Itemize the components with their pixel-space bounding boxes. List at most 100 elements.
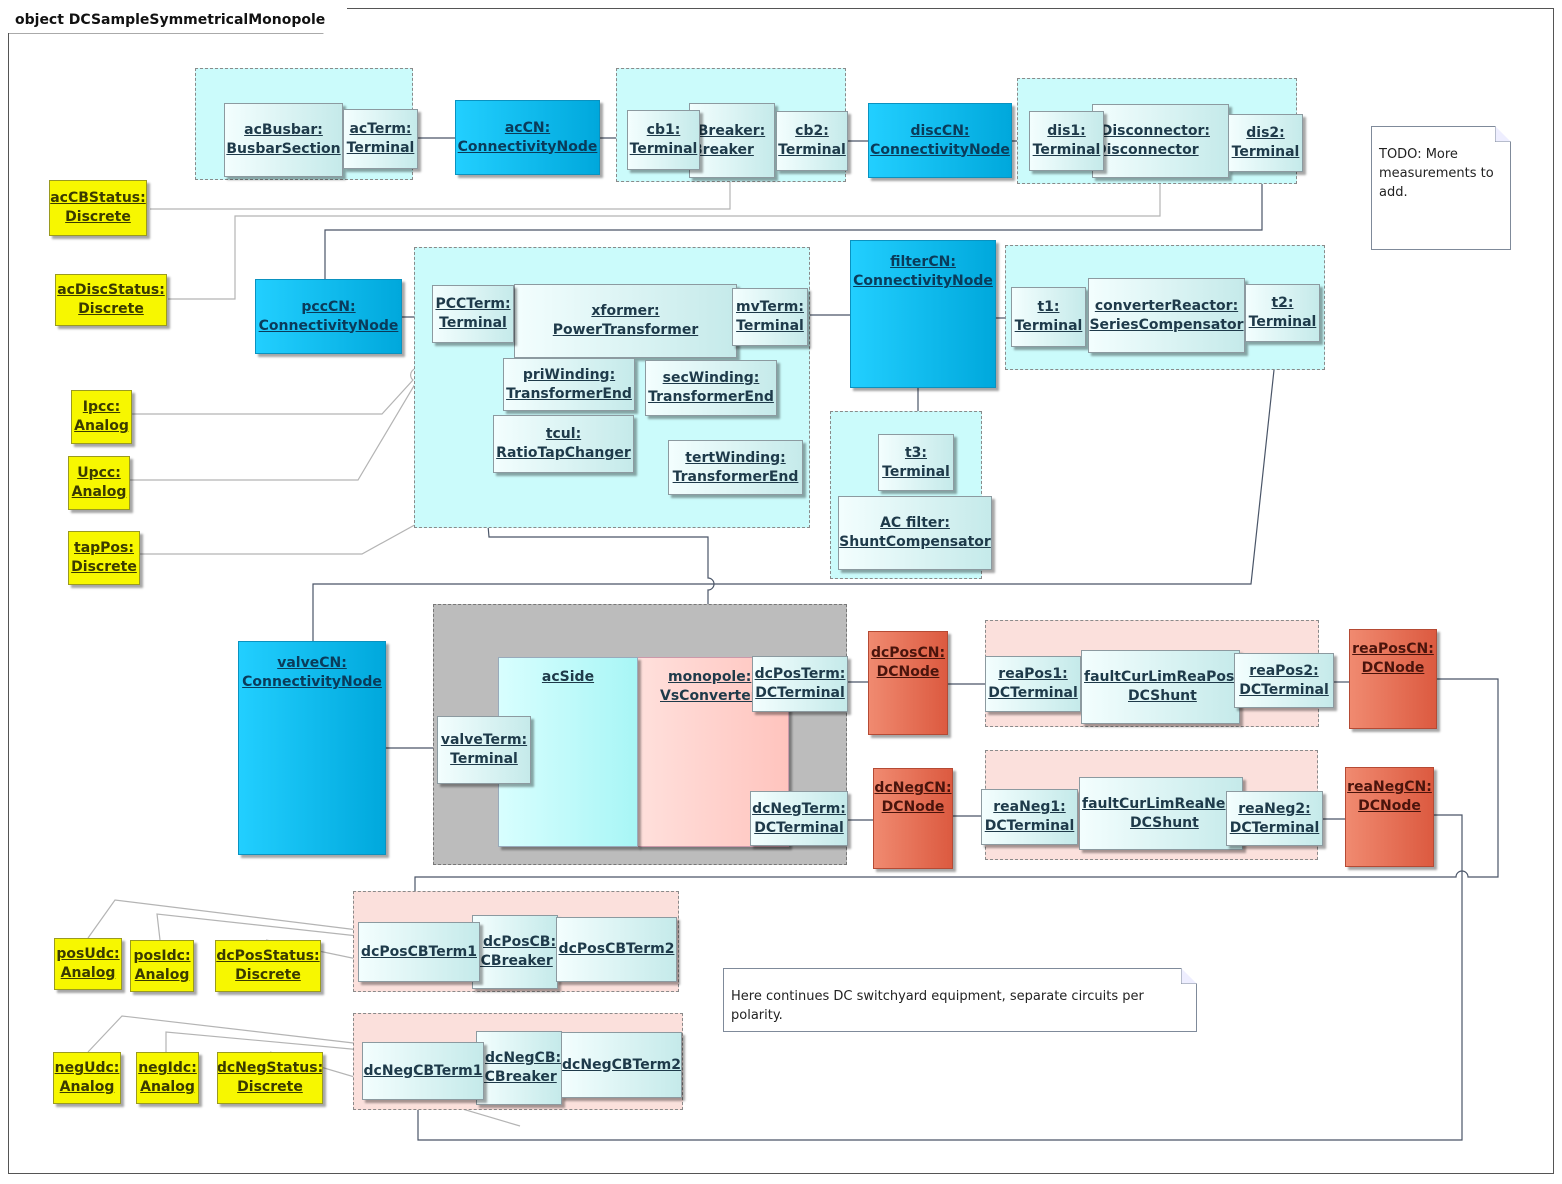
reanegcn-object[interactable]: reaNegCN: DCNode bbox=[1345, 767, 1434, 867]
cb2-object[interactable]: cb2: Terminal bbox=[776, 111, 848, 171]
dcposstatus-object[interactable]: dcPosStatus: Discrete bbox=[215, 940, 321, 992]
object-class: Discrete bbox=[65, 209, 131, 225]
negudc-object[interactable]: negUdc: Analog bbox=[53, 1052, 121, 1104]
object-class: ConnectivityNode bbox=[870, 141, 1010, 158]
dcposcbterm1-object[interactable]: dcPosCBTerm1 bbox=[358, 922, 480, 982]
object-class: Terminal bbox=[1014, 318, 1083, 334]
dcnegcb-object[interactable]: dcNegCB: DCBreaker bbox=[476, 1031, 562, 1105]
object-name: t2: bbox=[1271, 295, 1294, 311]
converterreactor-object[interactable]: converterReactor: SeriesCompensator bbox=[1088, 278, 1245, 353]
object-class: Analog bbox=[71, 484, 127, 500]
tappos-object[interactable]: tapPos: Discrete bbox=[68, 531, 140, 585]
object-class: DCTerminal bbox=[988, 685, 1078, 701]
dc-switchyard-note: Here continues DC switchyard equipment, … bbox=[723, 968, 1197, 1032]
valvecn-object[interactable]: valveCN: ConnectivityNode bbox=[238, 641, 386, 855]
object-name: tertWinding: bbox=[685, 449, 786, 466]
mvterm-object[interactable]: mvTerm: Terminal bbox=[732, 288, 808, 346]
object-class: Disconnector bbox=[1095, 142, 1199, 158]
object-class: DCNode bbox=[881, 799, 945, 815]
object-name: tapPos: bbox=[74, 540, 134, 556]
object-name: posIdc: bbox=[133, 948, 191, 964]
object-class: SeriesCompensator bbox=[1089, 316, 1244, 333]
object-class: Terminal bbox=[1231, 144, 1300, 160]
posudc-object[interactable]: posUdc: Analog bbox=[54, 938, 122, 990]
priwinding-object[interactable]: priWinding: TransformerEnd bbox=[503, 358, 635, 411]
dcposterm-object[interactable]: dcPosTerm: DCTerminal bbox=[752, 656, 848, 712]
note-text: Here continues DC switchyard equipment, … bbox=[731, 989, 1144, 1023]
object-class: VsConverter bbox=[660, 688, 758, 704]
acbreaker-object[interactable]: acBreaker: Breaker bbox=[689, 103, 775, 178]
t2-object[interactable]: t2: Terminal bbox=[1245, 284, 1320, 342]
reaposcn-object[interactable]: reaPosCN: DCNode bbox=[1349, 629, 1437, 729]
object-class: RatioTapChanger bbox=[496, 445, 631, 461]
object-name: AC filter: bbox=[880, 515, 950, 531]
object-name: acBreaker: bbox=[690, 122, 766, 139]
faultcurlimreapos-object[interactable]: faultCurLimReaPos: DCShunt bbox=[1081, 650, 1240, 724]
t1-object[interactable]: t1: Terminal bbox=[1011, 287, 1086, 347]
dcnegcbterm2-object[interactable]: dcNegCBTerm2 bbox=[561, 1032, 682, 1098]
object-name: dcNegCN: bbox=[874, 780, 952, 796]
object-name: faultCurLimReaPos: bbox=[1084, 669, 1240, 685]
acterm-object[interactable]: acTerm: Terminal bbox=[343, 109, 418, 169]
todo-note: TODO: More measurements to add. bbox=[1371, 126, 1511, 250]
object-name: acDiscStatus: bbox=[57, 282, 165, 298]
reapos1-object[interactable]: reaPos1: DCTerminal bbox=[985, 656, 1081, 712]
object-class: DCBreaker bbox=[476, 1069, 557, 1085]
object-name: dis2: bbox=[1246, 125, 1285, 141]
filtercn-object[interactable]: filterCN: ConnectivityNode bbox=[850, 240, 996, 388]
acdiscstatus-object[interactable]: acDiscStatus: Discrete bbox=[55, 274, 167, 326]
object-name: priWinding: bbox=[522, 366, 616, 383]
dcposcn-object[interactable]: dcPosCN: DCNode bbox=[868, 631, 948, 735]
dcposcb-object[interactable]: dcPosCB: DCBreaker bbox=[472, 915, 558, 989]
dcnegcn-object[interactable]: dcNegCN: DCNode bbox=[873, 768, 953, 869]
posidc-object[interactable]: posIdc: Analog bbox=[130, 940, 194, 992]
object-class: Analog bbox=[140, 1079, 195, 1095]
reapos2-object[interactable]: reaPos2: DCTerminal bbox=[1234, 653, 1334, 708]
disccn-object[interactable]: discCN: ConnectivityNode bbox=[868, 103, 1012, 178]
note-text: TODO: More measurements to add. bbox=[1379, 147, 1494, 200]
accn-object[interactable]: acCN: ConnectivityNode bbox=[455, 100, 600, 175]
negidc-object[interactable]: negIdc: Analog bbox=[136, 1052, 199, 1104]
object-class: DCNode bbox=[876, 664, 940, 680]
dis2-object[interactable]: dis2: Terminal bbox=[1228, 114, 1303, 172]
object-class: DCTerminal bbox=[755, 685, 845, 701]
object-name: dcPosCN: bbox=[870, 645, 946, 661]
tcul-object[interactable]: tcul: RatioTapChanger bbox=[493, 415, 634, 473]
object-name: cb1: bbox=[646, 122, 681, 138]
secwinding-object[interactable]: secWinding: TransformerEnd bbox=[645, 360, 777, 416]
acbusbar-object[interactable]: acBusbar: BusbarSection bbox=[224, 103, 343, 177]
pcccn-object[interactable]: pccCN: ConnectivityNode bbox=[255, 279, 402, 354]
object-class: TransformerEnd bbox=[672, 468, 799, 485]
ipcc-object[interactable]: Ipcc: Analog bbox=[71, 390, 132, 444]
dcnegcbterm1-object[interactable]: dcNegCBTerm1 bbox=[362, 1042, 484, 1100]
object-class: TransformerEnd bbox=[506, 385, 632, 402]
object-name: dcNegCBTerm2 bbox=[562, 1056, 681, 1073]
pccterm-object[interactable]: PCCTerm: Terminal bbox=[432, 285, 514, 343]
note-fold-icon bbox=[1181, 968, 1197, 984]
dcnegstatus-object[interactable]: dcNegStatus: Discrete bbox=[217, 1052, 323, 1104]
object-class: Analog bbox=[59, 1079, 115, 1095]
object-name: reaNeg1: bbox=[993, 799, 1066, 815]
reaneg1-object[interactable]: reaNeg1: DCTerminal bbox=[981, 789, 1078, 845]
object-name: acTerm: bbox=[349, 121, 412, 137]
cb1-object[interactable]: cb1: Terminal bbox=[627, 110, 700, 170]
accbstatus-object[interactable]: acCBStatus: Discrete bbox=[49, 180, 147, 236]
object-class: Terminal bbox=[778, 142, 846, 158]
xformer-object[interactable]: xformer: PowerTransformer bbox=[514, 284, 737, 358]
dis1-object[interactable]: dis1: Terminal bbox=[1029, 111, 1104, 171]
acdisconnector-object[interactable]: acDisconnector: Disconnector bbox=[1092, 104, 1229, 178]
object-name: reaPos2: bbox=[1249, 662, 1319, 679]
faultcurlimreaneg-object[interactable]: faultCurLimReaNeg: DCShunt bbox=[1079, 777, 1243, 850]
object-name: filterCN: bbox=[890, 254, 956, 270]
object-class: Analog bbox=[74, 418, 129, 434]
valveterm-object[interactable]: valveTerm: Terminal bbox=[437, 716, 531, 784]
dcposcbterm2-object[interactable]: dcPosCBTerm2 bbox=[556, 917, 677, 982]
acfilter-object[interactable]: AC filter: ShuntCompensator bbox=[838, 496, 992, 570]
tertwinding-object[interactable]: tertWinding: TransformerEnd bbox=[668, 440, 803, 495]
dcnegterm-object[interactable]: dcNegTerm: DCTerminal bbox=[750, 791, 848, 846]
object-class: Breaker bbox=[692, 141, 754, 158]
reaneg2-object[interactable]: reaNeg2: DCTerminal bbox=[1226, 791, 1323, 846]
upcc-object[interactable]: Upcc: Analog bbox=[68, 456, 130, 510]
t3-object[interactable]: t3: Terminal bbox=[878, 434, 954, 491]
object-class: Terminal bbox=[629, 141, 698, 157]
